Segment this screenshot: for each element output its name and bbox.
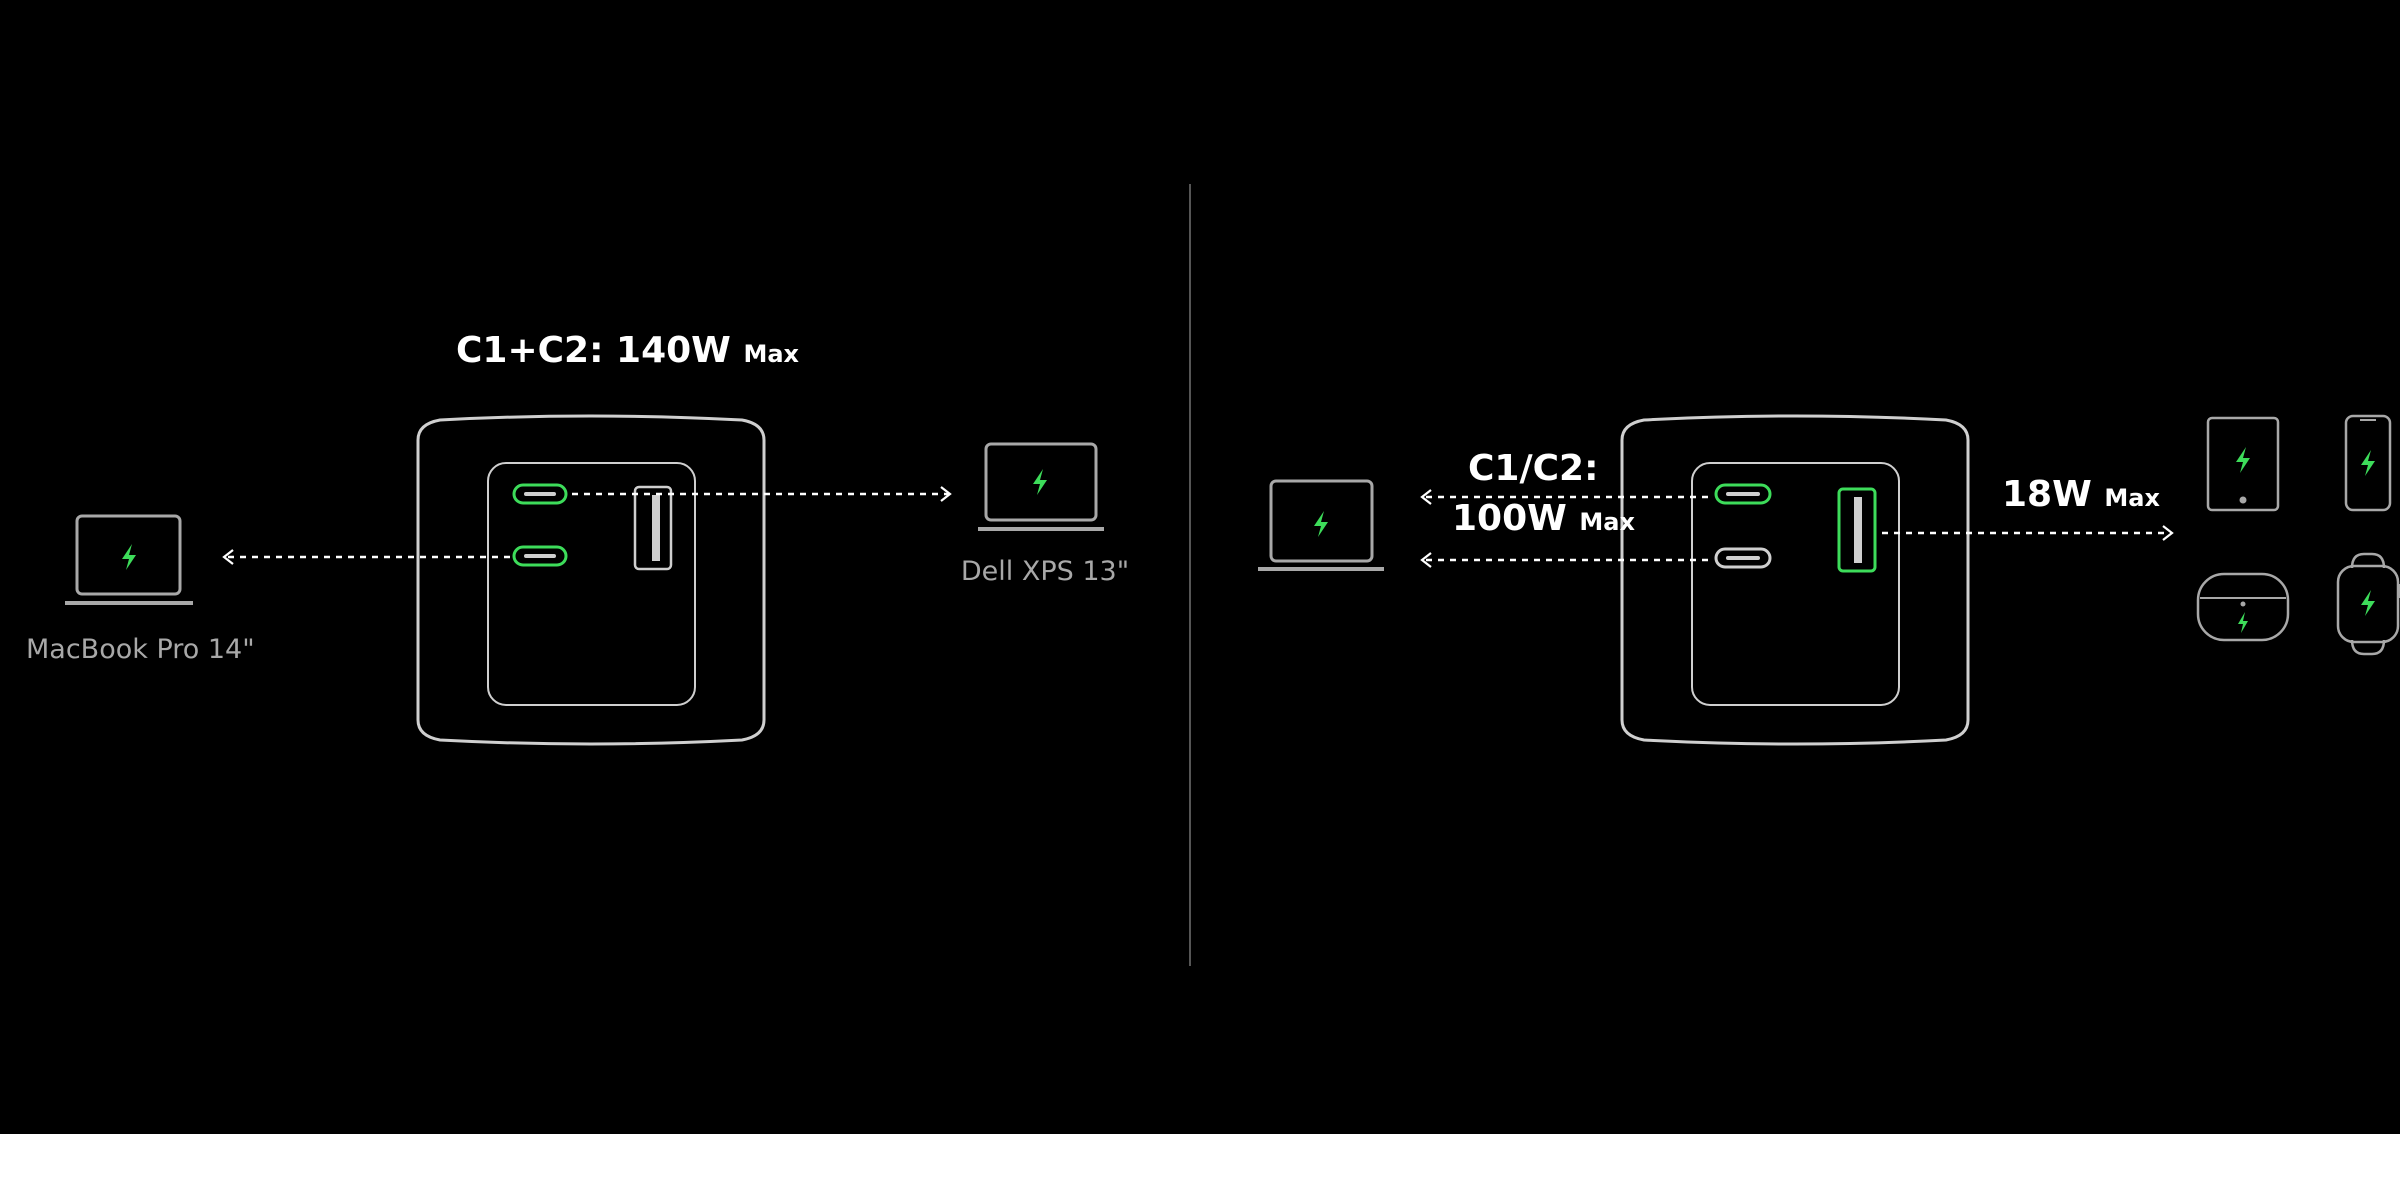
usb-c1-port-left xyxy=(512,483,568,505)
earbuds-case-icon xyxy=(2196,572,2290,642)
c-ports-label-line1: C1/C2: xyxy=(1468,448,1598,489)
laptop-icon-macbook xyxy=(65,514,193,605)
phone-icon xyxy=(2344,414,2392,512)
usb-a-port-right xyxy=(1837,487,1877,573)
a-port-label: 18W Max xyxy=(2002,474,2160,515)
macbook-label: MacBook Pro 14" xyxy=(26,634,255,665)
smartwatch-icon xyxy=(2336,552,2400,656)
a-port-unit: Max xyxy=(2104,484,2160,512)
left-power-label: C1+C2: 140W Max xyxy=(456,330,799,371)
c-ports-unit: Max xyxy=(1579,508,1635,536)
dell-label: Dell XPS 13" xyxy=(960,556,1130,587)
diagram-graphics xyxy=(65,184,2400,966)
c-ports-line1: C1/C2: xyxy=(1468,448,1599,489)
c-ports-line2: 100W xyxy=(1452,498,1567,539)
laptop-icon-right xyxy=(1258,479,1384,571)
usb-c2-port-left xyxy=(512,545,568,567)
tablet-icon xyxy=(2206,416,2280,512)
a-port-main: 18W xyxy=(2002,474,2092,515)
diagram-canvas: C1+C2: 140W Max MacBook Pro 14" Dell XPS… xyxy=(0,0,2400,1134)
usb-a-port-left xyxy=(633,485,673,571)
laptop-icon-dell xyxy=(978,442,1104,531)
usb-c1-port-right xyxy=(1714,483,1772,505)
charger-icon-left xyxy=(416,414,766,746)
charger-icon-right xyxy=(1620,414,1970,746)
left-power-unit: Max xyxy=(743,340,799,368)
usb-c2-port-right xyxy=(1714,547,1772,569)
c-ports-label-line2: 100W Max xyxy=(1452,498,1635,539)
left-power-main: C1+C2: 140W xyxy=(456,330,731,371)
